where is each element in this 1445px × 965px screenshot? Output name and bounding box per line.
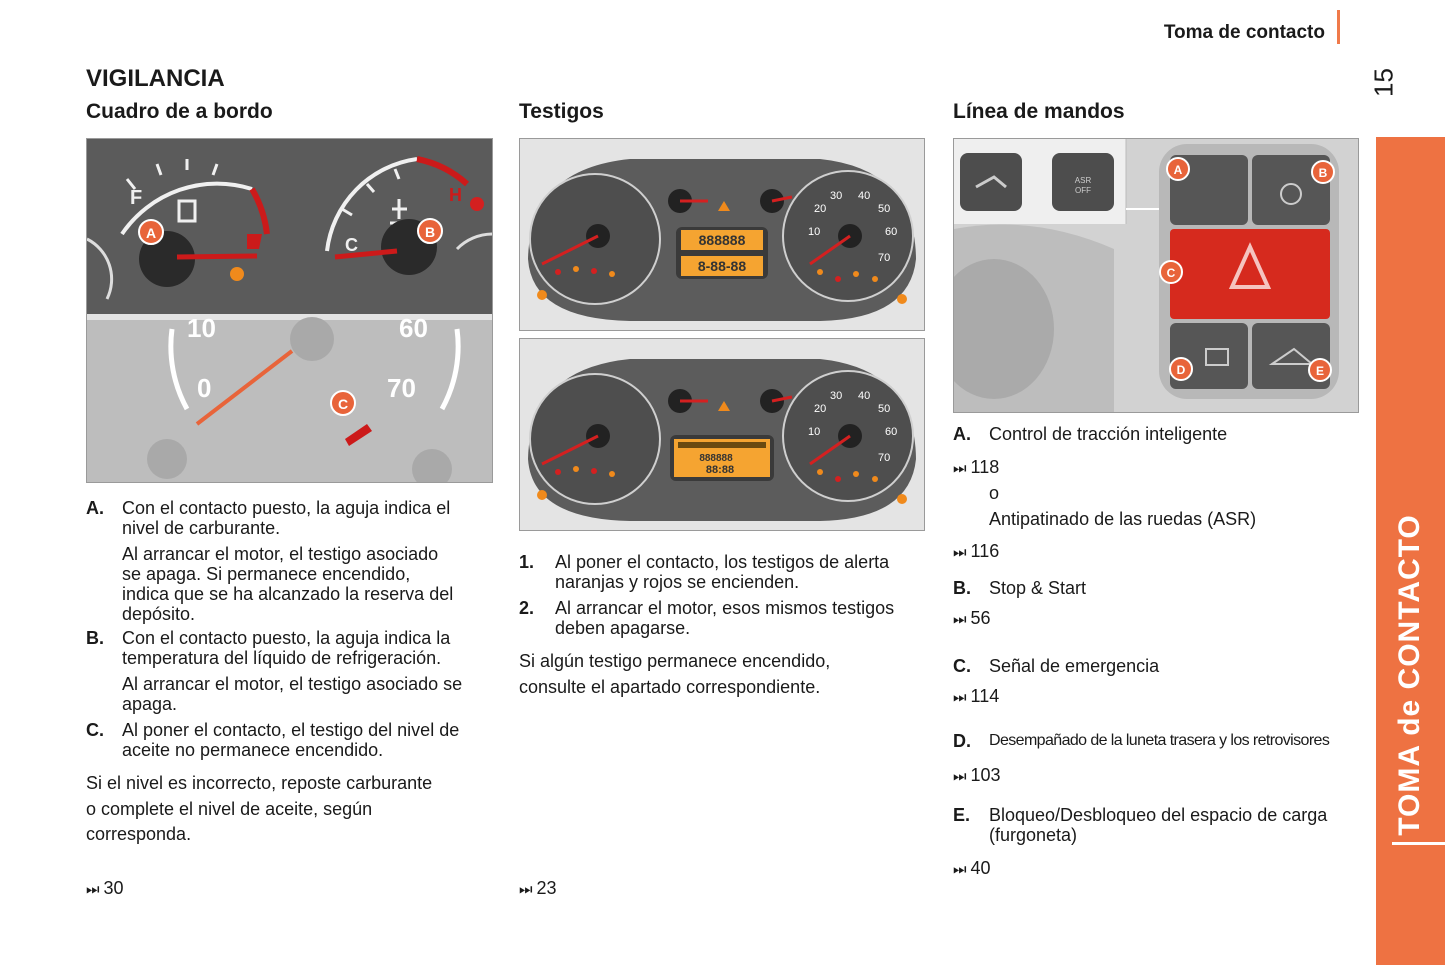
entry-b-reference[interactable]: ⏭56 (953, 608, 991, 628)
header-divider (1337, 10, 1340, 44)
entry-a: A. Control de tracción inteligente (953, 424, 1228, 444)
marker-e-controls: E (1316, 364, 1324, 378)
entry-e: E. Bloqueo/Desbloqueo del espacio de car… (953, 805, 1328, 845)
entry-d: D. Desempañado de la luneta trasera y lo… (953, 731, 1330, 751)
marker-a: A (146, 225, 156, 241)
lcd-top-1: 888888 (699, 232, 746, 248)
speed-10-label: 10 (187, 313, 216, 343)
entry-b: B. Stop & Start (953, 578, 1087, 598)
svg-text:20: 20 (814, 203, 826, 215)
speed-0-label: 0 (197, 373, 211, 403)
skip-forward-icon: ⏭ (953, 544, 967, 561)
entry-a-or: o (989, 483, 1000, 503)
skip-forward-icon: ⏭ (953, 861, 967, 878)
dashboard-image: F C H A B 10 0 60 70 (86, 138, 493, 483)
marker-c: C (338, 396, 348, 412)
fuel-full-label: F (130, 187, 142, 209)
svg-text:50: 50 (878, 203, 890, 215)
svg-text:10: 10 (808, 426, 820, 438)
entry-e-reference[interactable]: ⏭40 (953, 858, 991, 878)
marker-d-controls: D (1177, 363, 1186, 377)
svg-text:30: 30 (830, 190, 842, 202)
temp-warning-light (470, 197, 484, 211)
controls-image: ASR OFF A B C D E (953, 138, 1359, 413)
cluster-image-1: 30 40 20 50 10 60 70 888888 8-88-88 (519, 138, 925, 331)
marker-b-controls: B (1319, 166, 1328, 180)
heading-mandos: Línea de mandos (953, 100, 1125, 123)
fuel-pump-icon (177, 199, 197, 223)
speed-70-label: 70 (387, 373, 416, 403)
svg-text:10: 10 (808, 226, 820, 238)
skip-forward-icon: ⏭ (953, 689, 967, 706)
item-2: 2. Al arrancar el motor, esos mismos tes… (519, 598, 895, 638)
marker-a-controls: A (1174, 163, 1183, 177)
svg-text:40: 40 (858, 390, 870, 402)
svg-text:H: H (449, 185, 462, 205)
entry-a-extra: Antipatinado de las ruedas (ASR) (989, 509, 1257, 529)
fuel-warning-icon (247, 234, 262, 249)
section-title: Toma de contacto (1163, 22, 1325, 43)
skip-forward-icon: ⏭ (953, 768, 967, 785)
entry-c: C. Señal de emergencia (953, 656, 1160, 676)
chapter-tab-label: TOMA de CONTACTO (1393, 514, 1426, 836)
svg-text:60: 60 (885, 426, 897, 438)
entry-a-reference-2[interactable]: ⏭116 (953, 541, 1000, 561)
cargo-lock-icon (1268, 347, 1315, 365)
speed-60-label: 60 (399, 313, 428, 343)
item-c: C. Al poner el contacto, el testigo del … (86, 720, 460, 760)
item-a: A. Con el contacto puesto, la aguja indi… (86, 498, 451, 538)
skip-forward-icon: ⏭ (519, 881, 533, 898)
marker-c-controls: C (1167, 266, 1176, 280)
svg-text:C: C (345, 235, 358, 255)
chapter-tab (1376, 137, 1445, 965)
page-title: VIGILANCIA (86, 65, 225, 92)
stop-start-icon (1280, 183, 1302, 205)
marker-b: B (425, 224, 435, 240)
asr-label: ASR (1075, 176, 1092, 185)
lcd-top-2: 888888 (699, 453, 733, 464)
entry-d-reference[interactable]: ⏭103 (953, 765, 1001, 785)
entry-c-reference[interactable]: ⏭114 (953, 686, 1000, 706)
off-label: OFF (1075, 186, 1091, 195)
col1-reference[interactable]: ⏭30 (86, 878, 124, 898)
traction-control-icon (975, 175, 1007, 189)
svg-text:20: 20 (814, 403, 826, 415)
rear-defrost-icon (1205, 348, 1229, 366)
hazard-triangle-icon (1228, 242, 1272, 289)
chapter-tab-line (1392, 842, 1445, 845)
col2-reference[interactable]: ⏭23 (519, 878, 557, 898)
col1-note: Si el nivel es incorrecto, reposte carbu… (86, 773, 433, 844)
svg-text:50: 50 (878, 403, 890, 415)
lcd-bottom-1: 8-88-88 (698, 258, 746, 274)
item-b-note: Al arrancar el motor, el testigo asociad… (122, 674, 463, 714)
fuel-warning-light (230, 267, 244, 281)
cluster-image-2: 30 40 20 50 10 60 70 888888 88:88 (519, 338, 925, 531)
skip-forward-icon: ⏭ (86, 881, 100, 898)
skip-forward-icon: ⏭ (953, 460, 967, 477)
entry-a-reference[interactable]: ⏭118 (953, 457, 1000, 477)
svg-text:30: 30 (830, 390, 842, 402)
svg-text:60: 60 (885, 226, 897, 238)
heading-cuadro: Cuadro de a bordo (86, 100, 273, 123)
skip-forward-icon: ⏭ (953, 611, 967, 628)
oil-level-icon (345, 424, 372, 446)
svg-text:70: 70 (878, 252, 890, 264)
svg-text:40: 40 (858, 190, 870, 202)
svg-text:70: 70 (878, 452, 890, 464)
col2-note: Si algún testigo permanece encendido,con… (519, 651, 831, 697)
item-1: 1. Al poner el contacto, los testigos de… (519, 552, 890, 592)
page-number: 15 (1368, 68, 1399, 97)
item-a-note: Al arrancar el motor, el testigo asociad… (122, 544, 454, 624)
heading-testigos: Testigos (519, 100, 604, 123)
lcd-bottom-2: 88:88 (706, 464, 734, 476)
item-b: B. Con el contacto puesto, la aguja indi… (86, 628, 451, 668)
